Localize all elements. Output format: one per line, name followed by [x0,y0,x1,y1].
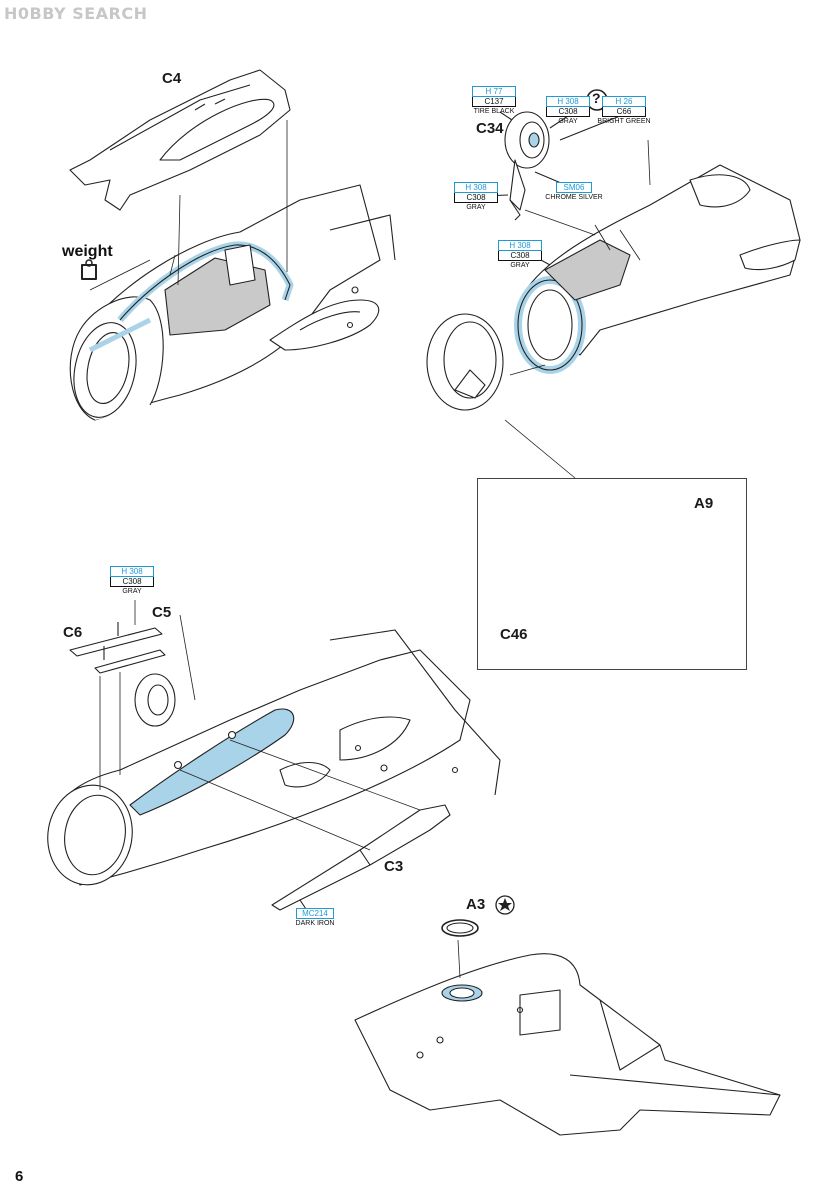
label-c34: C34 [476,120,504,137]
label-c3: C3 [384,858,404,875]
detail-inset-box [477,478,747,670]
fuselage-top-right [426,111,801,479]
color-c-code: C308 [498,251,542,261]
star-icon-a3 [495,895,515,915]
color-callout-tire: H 77 C137 TIRE BLACK [472,86,516,116]
color-name: CHROME SILVER [545,194,603,201]
color-name: DARK IRON [295,920,335,927]
color-c-code: C137 [472,97,516,107]
color-h-code: H 308 [546,96,590,107]
color-name: GRAY [122,588,142,595]
color-callout-gray-wheel: H 308 C308 GRAY [546,96,590,126]
color-callout-gray-bay: H 308 C308 GRAY [498,240,542,270]
label-c4: C4 [162,70,182,87]
color-c-code: C308 [454,193,498,203]
color-callout-gray-leg: H 308 C308 GRAY [454,182,498,212]
color-callout-dark-iron: MC214 DARK IRON [296,908,334,928]
label-c46: C46 [500,626,528,643]
label-a9: A9 [694,495,714,512]
color-h-code: H 308 [110,566,154,577]
color-name: BRIGHT GREEN [597,118,651,125]
color-name: GRAY [558,118,578,125]
color-c-code: C66 [602,107,646,117]
color-c-code: C308 [110,577,154,587]
question-mark-text: ? [592,90,601,106]
page-number: 6 [15,1168,24,1185]
color-name: GRAY [466,204,486,211]
color-name: GRAY [510,262,530,269]
watermark: H0BBY SEARCH [4,4,147,23]
fuselage-middle-left [47,600,501,916]
label-c5: C5 [152,604,172,621]
label-weight: weight [62,243,113,260]
label-a3: A3 [466,896,486,913]
color-name: TIRE BLACK [473,108,515,115]
color-callout-green: H 26 C66 BRIGHT GREEN [597,96,651,126]
label-c6: C6 [63,624,83,641]
color-h-code: H 308 [498,240,542,251]
color-mc-code: MC214 [296,908,334,919]
color-h-code: H 308 [454,182,498,193]
color-sm-code: SM06 [556,182,592,193]
color-c-code: C308 [546,107,590,117]
fuselage-tail [354,919,781,1136]
color-callout-chrome: SM06 CHROME SILVER [545,182,603,202]
watermark-text: H0BBY SEARCH [4,4,148,23]
color-h-code: H 26 [602,96,646,107]
fuselage-top-left [69,69,396,421]
color-callout-gray-cover: H 308 C308 GRAY [110,566,154,596]
color-h-code: H 77 [472,86,516,97]
